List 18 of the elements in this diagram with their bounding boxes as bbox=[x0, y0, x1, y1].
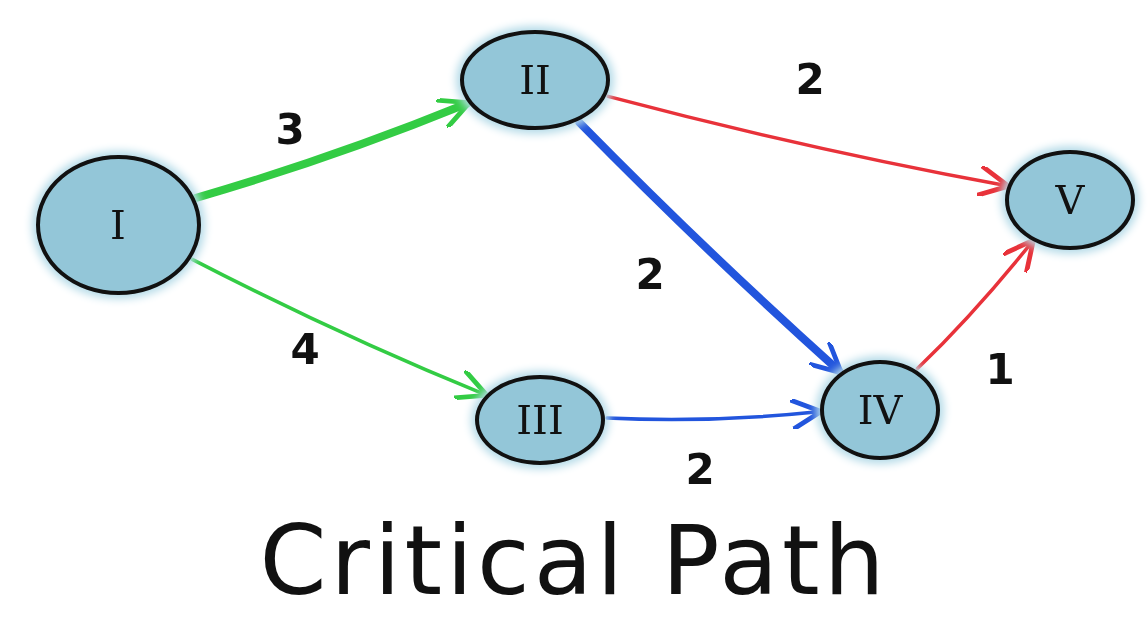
edge-label: 2 bbox=[795, 59, 825, 101]
node-label: II bbox=[519, 57, 551, 103]
node-label: I bbox=[110, 202, 126, 248]
node-circle bbox=[820, 360, 940, 460]
edge-label: 2 bbox=[685, 449, 715, 491]
edge-label: 1 bbox=[985, 349, 1015, 391]
edge-label: 3 bbox=[275, 109, 305, 151]
node-circle bbox=[475, 375, 605, 465]
arrow bbox=[575, 118, 844, 376]
node-circle bbox=[460, 30, 610, 130]
edge-label: 4 bbox=[290, 329, 320, 371]
edge-label: 2 bbox=[635, 254, 665, 296]
node-label: III bbox=[516, 397, 564, 443]
node-circle bbox=[1005, 150, 1135, 250]
node-circle bbox=[35, 155, 201, 295]
title: Critical Path bbox=[258, 505, 890, 617]
node-label: IV bbox=[857, 387, 903, 433]
node-label: V bbox=[1055, 177, 1085, 223]
